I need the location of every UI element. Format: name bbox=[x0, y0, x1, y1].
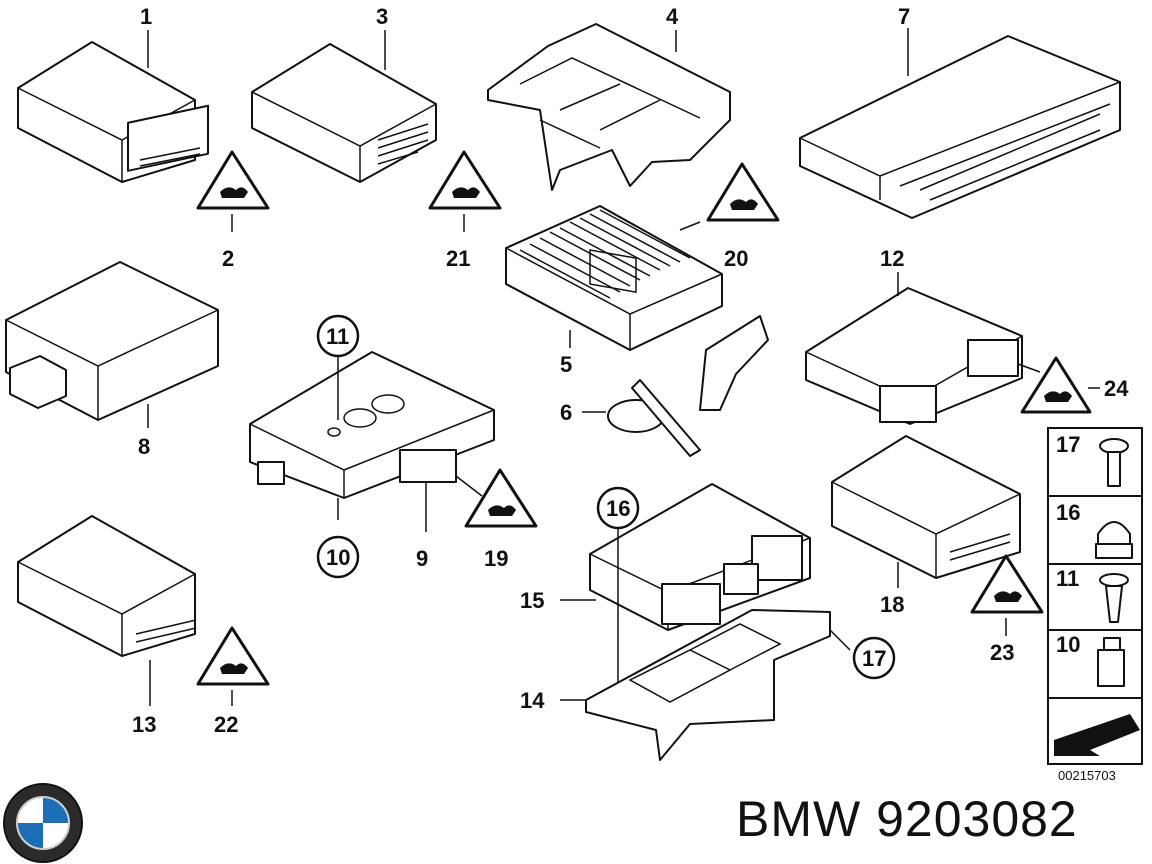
callout-15: 15 bbox=[520, 588, 544, 613]
callout-6: 6 bbox=[560, 400, 572, 425]
callout-12: 12 bbox=[880, 246, 904, 271]
callout-9: 9 bbox=[416, 546, 428, 571]
warning-triangle-22 bbox=[196, 626, 270, 706]
callout-11: 11 bbox=[326, 324, 349, 349]
warning-triangle-20 bbox=[679, 162, 780, 231]
module-3 bbox=[251, 30, 437, 183]
module-12 bbox=[805, 272, 1023, 425]
callout-circle-10 bbox=[316, 535, 360, 579]
legend-11: 11 bbox=[1056, 566, 1079, 591]
warning-triangle-2 bbox=[196, 150, 270, 232]
module-1 bbox=[17, 30, 209, 183]
callout-17: 17 bbox=[862, 646, 886, 671]
arrow-symbol-icon bbox=[1054, 714, 1140, 756]
module-9 bbox=[249, 351, 495, 532]
holder-6 bbox=[582, 315, 769, 457]
module-8 bbox=[5, 261, 219, 428]
bmw-logo bbox=[3, 783, 83, 863]
screw-icon bbox=[1099, 438, 1129, 454]
warning-triangle-21 bbox=[428, 150, 502, 232]
callout-22: 22 bbox=[214, 712, 238, 737]
callout-1: 1 bbox=[140, 4, 152, 29]
callout-5: 5 bbox=[560, 352, 572, 377]
callout-21: 21 bbox=[446, 246, 470, 271]
warning-triangle-24 bbox=[1017, 356, 1100, 414]
legend-17: 17 bbox=[1056, 432, 1080, 457]
callout-4: 4 bbox=[666, 4, 679, 29]
callout-24: 24 bbox=[1104, 376, 1129, 401]
callout-circle-17 bbox=[852, 636, 896, 680]
module-18 bbox=[831, 435, 1021, 588]
callout-19: 19 bbox=[484, 546, 508, 571]
brand-title: BMW 9203082 bbox=[736, 791, 1078, 847]
callout-2: 2 bbox=[222, 246, 234, 271]
callout-10: 10 bbox=[326, 545, 350, 570]
callout-8: 8 bbox=[138, 434, 150, 459]
bracket-4 bbox=[487, 23, 731, 191]
module-13 bbox=[17, 515, 197, 706]
callout-13: 13 bbox=[132, 712, 156, 737]
warning-triangle-23 bbox=[970, 554, 1044, 636]
callout-circle-11 bbox=[316, 314, 360, 358]
callout-23: 23 bbox=[990, 640, 1014, 665]
legend-16: 16 bbox=[1056, 500, 1080, 525]
callout-7: 7 bbox=[898, 4, 910, 29]
heatsink-module-5 bbox=[505, 205, 723, 351]
diagram-ref-number: 00215703 bbox=[1058, 768, 1116, 783]
callout-14: 14 bbox=[520, 688, 545, 713]
module-7 bbox=[799, 28, 1121, 219]
callout-20: 20 bbox=[724, 246, 748, 271]
fastener-legend bbox=[1047, 427, 1143, 765]
callout-18: 18 bbox=[880, 592, 904, 617]
bracket-14 bbox=[560, 609, 851, 761]
plastic-screw-icon bbox=[1099, 573, 1129, 587]
module-15 bbox=[560, 483, 811, 631]
warning-triangle-19 bbox=[455, 468, 538, 528]
callout-3: 3 bbox=[376, 4, 388, 29]
callout-16: 16 bbox=[606, 496, 630, 521]
legend-10: 10 bbox=[1056, 632, 1080, 657]
